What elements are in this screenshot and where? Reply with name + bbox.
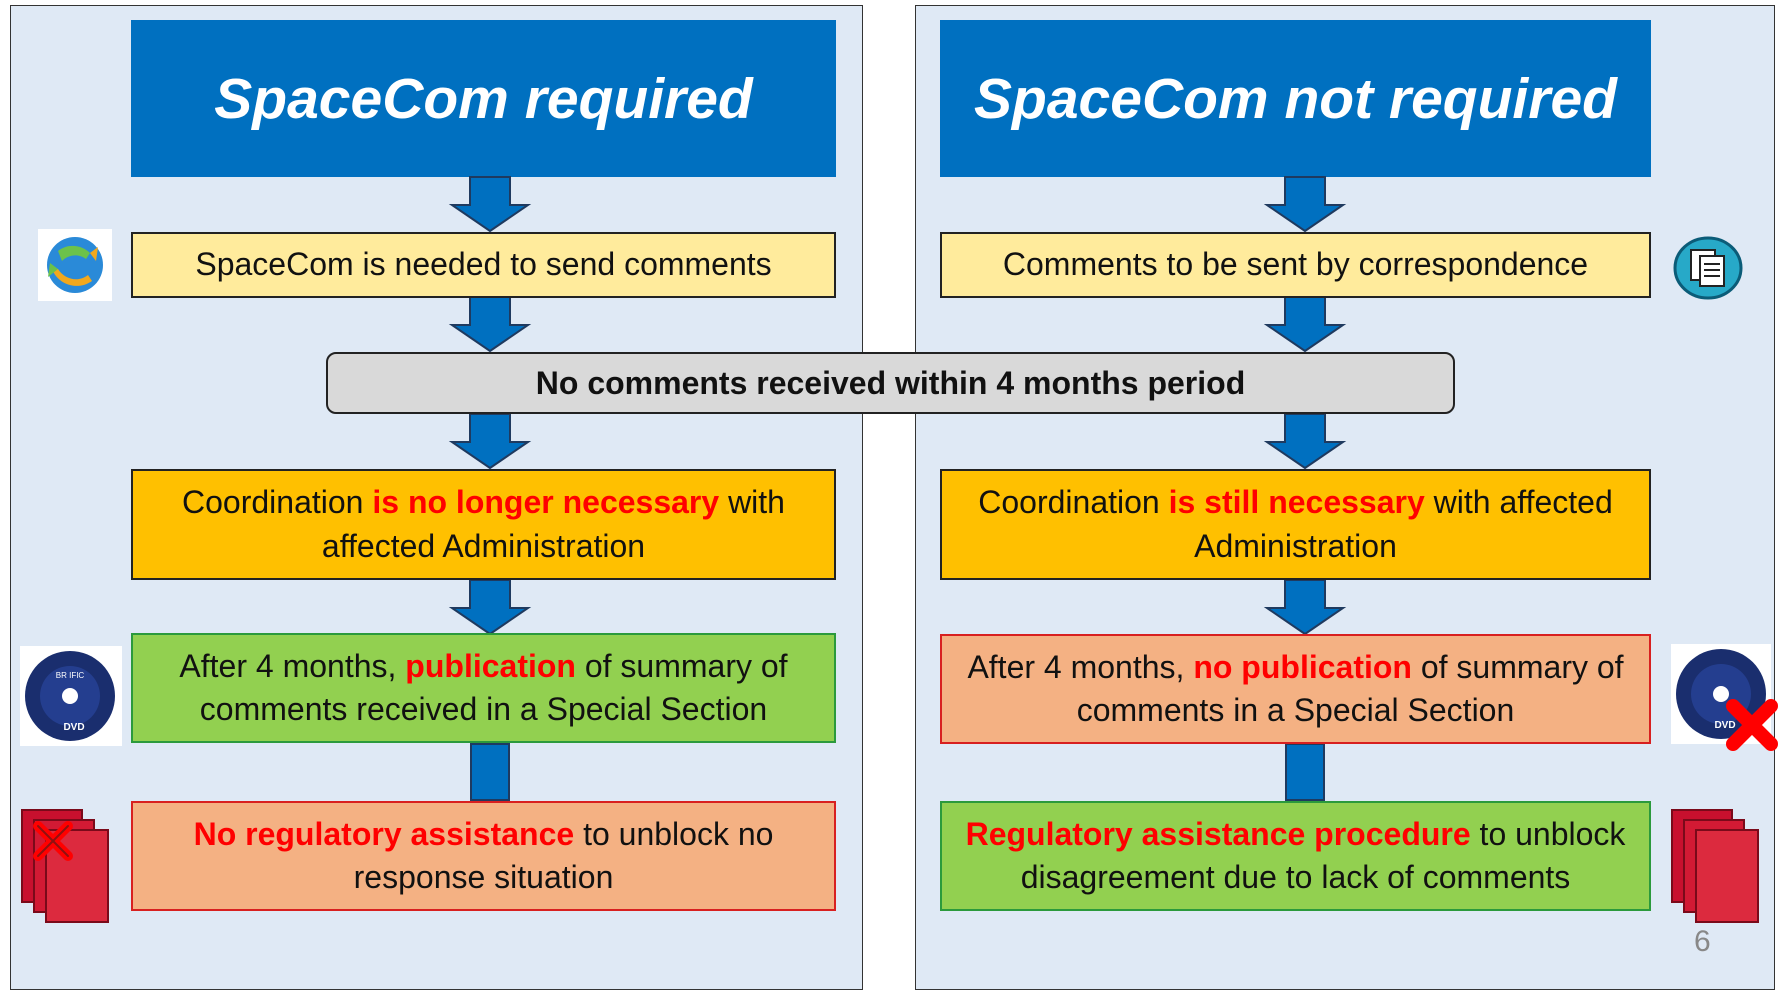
arrow-down-icon — [1263, 296, 1347, 353]
left-step-send-comments: SpaceCom is needed to send comments — [131, 232, 836, 298]
shared-no-comments: No comments received within 4 months per… — [326, 352, 1455, 414]
left-step-coordination: Coordination is no longer necessary with… — [131, 469, 836, 580]
documents-icon — [1673, 236, 1743, 300]
globe-sync-icon — [38, 229, 112, 301]
arrow-down-icon — [448, 413, 532, 470]
right-step-correspondence: Comments to be sent by correspondence — [940, 232, 1651, 298]
books-crossed-icon — [21, 809, 109, 923]
page-number: 6 — [1694, 925, 1711, 958]
svg-text:DVD: DVD — [63, 722, 84, 733]
right-step-no-publication: After 4 months, no publication of summar… — [940, 634, 1651, 744]
connector-bar — [470, 743, 510, 801]
right-step-coordination: Coordination is still necessary with aff… — [940, 469, 1651, 580]
connector-bar — [1285, 743, 1325, 801]
arrow-down-icon — [1263, 176, 1347, 233]
right-step-assistance-procedure: Regulatory assistance procedure to unblo… — [940, 801, 1651, 911]
dvd-crossed-icon: DVD — [1671, 644, 1778, 751]
books-icon — [1671, 809, 1759, 923]
dvd-icon: BR IFIC DVD — [20, 646, 122, 746]
svg-text:BR IFIC: BR IFIC — [56, 671, 85, 680]
arrow-down-icon — [1263, 413, 1347, 470]
left-step-no-assistance: No regulatory assistance to unblock no r… — [131, 801, 836, 911]
arrow-down-icon — [448, 296, 532, 353]
arrow-down-icon — [448, 579, 532, 636]
svg-text:DVD: DVD — [1714, 720, 1735, 731]
arrow-down-icon — [448, 176, 532, 233]
arrow-down-icon — [1263, 579, 1347, 636]
left-title: SpaceCom required — [131, 20, 836, 177]
right-title: SpaceCom not required — [940, 20, 1651, 177]
left-step-publication: After 4 months, publication of summary o… — [131, 633, 836, 743]
